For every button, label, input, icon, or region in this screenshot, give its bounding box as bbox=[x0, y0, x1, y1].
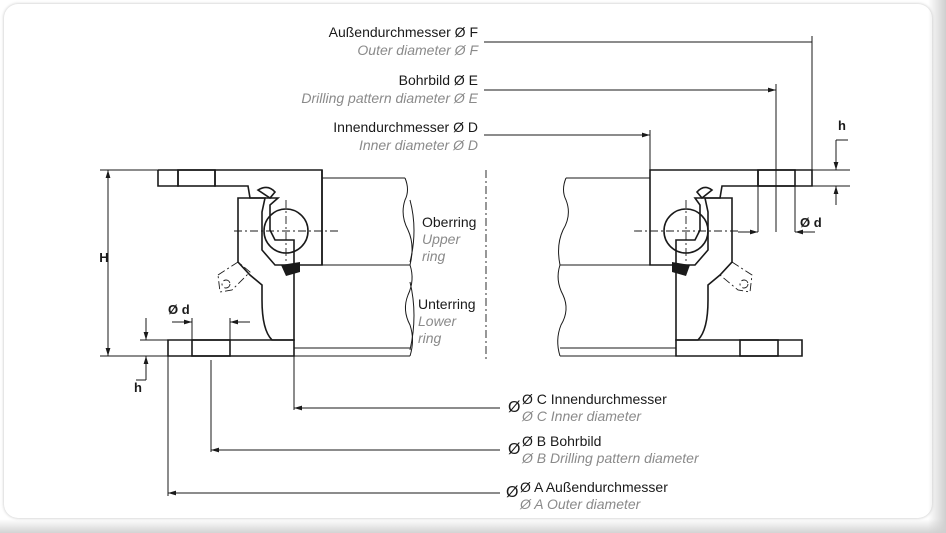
lower-ring-en-2: ring bbox=[418, 330, 442, 346]
right-d-label: Ø d bbox=[800, 215, 822, 230]
right-upper-ring bbox=[649, 169, 813, 266]
right-lower-bolt-hole bbox=[739, 339, 779, 357]
c-diameter-en: Ø C Inner diameter bbox=[521, 408, 642, 424]
phi-b: Ø bbox=[508, 441, 520, 458]
left-upper-ring bbox=[158, 169, 323, 266]
left-lower-ring bbox=[237, 197, 295, 341]
right-h-label: h bbox=[838, 118, 846, 133]
c-diameter-de: Ø C Innendurchmesser bbox=[522, 391, 667, 407]
left-upper-bolt-hole bbox=[177, 169, 216, 187]
drilling-pattern-de: Bohrbild Ø E bbox=[399, 72, 478, 88]
outer-diameter-en: Outer diameter Ø F bbox=[357, 42, 479, 58]
phi-a: Ø bbox=[506, 484, 518, 501]
a-diameter-en: Ø A Outer diameter bbox=[519, 496, 642, 512]
left-d-label: Ø d bbox=[168, 302, 190, 317]
lower-ring-en-1: Lower bbox=[418, 313, 457, 329]
inner-diameter-de: Innendurchmesser Ø D bbox=[333, 119, 478, 135]
outer-diameter-de: Außendurchmesser Ø F bbox=[329, 24, 478, 40]
left-lower-bolt-hole bbox=[191, 339, 231, 357]
right-section bbox=[557, 169, 813, 357]
height-label: H bbox=[99, 250, 108, 265]
drilling-pattern-en: Drilling pattern diameter Ø E bbox=[301, 90, 478, 106]
phi-c: Ø bbox=[508, 399, 520, 416]
upper-ring-en-1: Upper bbox=[422, 231, 461, 247]
drawing-card bbox=[4, 4, 932, 518]
a-diameter-de: Ø A Außendurchmesser bbox=[520, 479, 668, 495]
upper-ring-en-2: ring bbox=[422, 248, 446, 264]
left-h-label: h bbox=[134, 380, 142, 395]
lower-ring-de: Unterring bbox=[418, 296, 476, 312]
dimension-lines bbox=[100, 36, 850, 496]
inner-diameter-en: Inner diameter Ø D bbox=[359, 137, 478, 153]
b-diameter-de: Ø B Bohrbild bbox=[522, 433, 601, 449]
labels: Außendurchmesser Ø F Outer diameter Ø F … bbox=[99, 24, 846, 512]
b-diameter-en: Ø B Drilling pattern diameter bbox=[521, 450, 700, 466]
upper-ring-de: Oberring bbox=[422, 214, 476, 230]
